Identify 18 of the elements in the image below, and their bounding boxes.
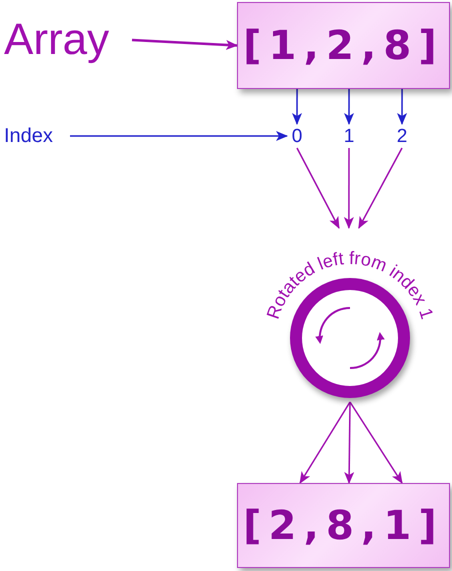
index-number: 1 [339,124,359,148]
arrow [397,89,408,125]
arrow [70,131,288,141]
arrow [299,402,351,484]
index-number: 2 [392,124,412,148]
array-box: [1,2,8] [237,2,450,89]
arrow [292,89,302,125]
title-label: Array [4,12,132,68]
arrow [358,148,403,229]
arrow [296,148,340,229]
arrow [344,89,354,125]
arrow [344,148,354,229]
array-box: [2,8,1] [237,483,450,568]
arrow [132,38,238,50]
arrow [344,402,354,484]
arrow [349,402,403,484]
index-number: 0 [287,124,307,148]
index-label: Index [4,124,70,148]
